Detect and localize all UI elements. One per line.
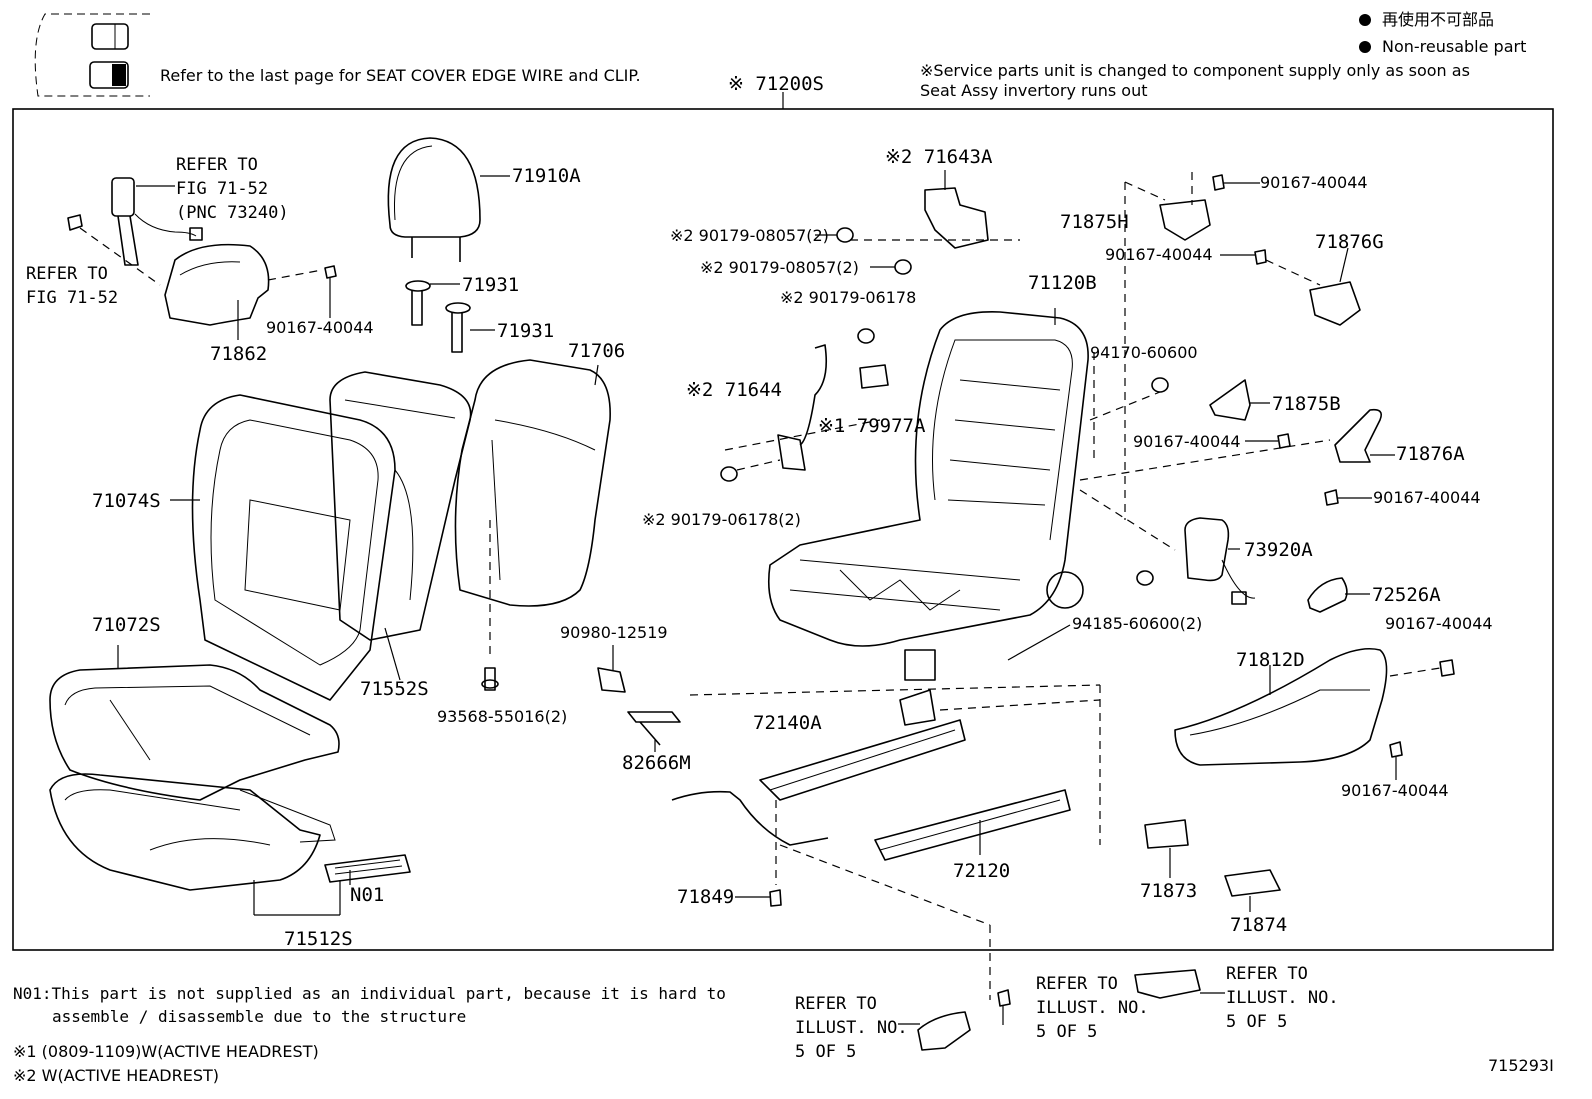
part-label[interactable]: 90980-12519: [560, 623, 668, 642]
part-label[interactable]: 72526A: [1372, 584, 1441, 606]
part-label[interactable]: 72140A: [753, 712, 822, 734]
active-headrest-parts-drawing: [720, 170, 1020, 482]
legend-english: Non-reusable part: [1382, 37, 1527, 56]
anchor-refer-text: REFER TO FIG 71-52: [26, 264, 119, 308]
illust-refer-text-3: REFER TO ILLUST. NO. 5 OF 5: [1226, 964, 1339, 1032]
part-label[interactable]: 90167-40044: [1385, 614, 1493, 633]
part-label[interactable]: 71874: [1230, 914, 1288, 936]
part-label[interactable]: 71875H: [1060, 211, 1129, 233]
belt-refer-text: REFER TO FIG 71-52 (PNC 73240): [176, 155, 289, 223]
part-label[interactable]: 71074S: [92, 490, 161, 512]
part-label[interactable]: 72120: [953, 860, 1011, 882]
part-label[interactable]: ※2 90179-06178: [780, 288, 917, 307]
non-reusable-dot-icon: [1359, 14, 1371, 26]
part-label[interactable]: 71931: [497, 320, 555, 342]
part-label[interactable]: 71120B: [1028, 272, 1097, 294]
part-label[interactable]: 71072S: [92, 614, 161, 636]
clip-parts-drawing: [481, 645, 681, 752]
part-label[interactable]: 90167-40044: [1260, 173, 1368, 192]
illust-refer-text-2: REFER TO ILLUST. NO. 5 OF 5: [1036, 974, 1149, 1042]
bolt-leader-line: [1007, 624, 1071, 661]
part-label[interactable]: 71876A: [1396, 443, 1465, 465]
right-side-brackets-drawing: [1079, 172, 1395, 520]
part-label-non-reusable[interactable]: 94185-60600(2): [1072, 614, 1203, 633]
service-note-line-1: ※Service parts unit is changed to compon…: [920, 61, 1470, 80]
part-label[interactable]: 90167-40044: [266, 318, 374, 337]
headrest-guide-drawing: [405, 280, 495, 353]
part-label[interactable]: 71706: [568, 340, 626, 362]
part-label[interactable]: 71849: [677, 886, 735, 908]
part-label[interactable]: 71812D: [1236, 649, 1305, 671]
seat-position-icon: [34, 13, 150, 97]
part-label[interactable]: ※2 90179-08057(2): [670, 226, 829, 245]
part-label[interactable]: ※2 71644: [686, 379, 782, 401]
part-label[interactable]: 71875B: [1272, 393, 1341, 415]
seatback-cover-drawing: [170, 359, 611, 701]
headrest-drawing: [387, 137, 510, 262]
footnote-mark-2: ※2 W(ACTIVE HEADREST): [13, 1066, 220, 1085]
part-label[interactable]: ※2 71643A: [885, 146, 993, 168]
side-airbag-drawing: [1079, 489, 1455, 780]
part-label[interactable]: 90167-40044: [1133, 432, 1241, 451]
part-label[interactable]: 90167-40044: [1373, 488, 1481, 507]
outside-refer-parts-drawing: [898, 969, 1225, 1051]
legend-japanese: 再使用不可部品: [1382, 10, 1495, 29]
part-label[interactable]: N01: [350, 884, 385, 906]
part-label[interactable]: 71876G: [1315, 231, 1384, 253]
refer-note-text: Refer to the last page for SEAT COVER ED…: [160, 66, 641, 85]
n01-note-line-1: N01:This part is not supplied as an indi…: [13, 984, 726, 1003]
part-label[interactable]: 73920A: [1244, 539, 1313, 561]
seat-cushion-drawing: [49, 645, 411, 916]
part-label[interactable]: ※2 90179-06178(2): [642, 510, 801, 529]
part-label[interactable]: 71512S: [284, 928, 353, 950]
part-label[interactable]: 93568-55016(2): [437, 707, 568, 726]
figure-id: 715293I: [1488, 1056, 1554, 1075]
illust-refer-text-1: REFER TO ILLUST. NO. 5 OF 5: [795, 994, 908, 1062]
non-reusable-dot-icon: [1359, 41, 1371, 53]
service-note-line-2: Seat Assy invertory runs out: [920, 81, 1148, 100]
part-label[interactable]: 71910A: [512, 165, 581, 187]
assembly-part-label[interactable]: ※ 71200S: [728, 73, 824, 95]
footnote-mark-1: ※1 (0809-1109)W(ACTIVE HEADREST): [13, 1042, 319, 1061]
seat-belt-buckle-drawing: [67, 177, 337, 340]
seat-rail-drawing: [671, 684, 1281, 1000]
part-label[interactable]: 71552S: [360, 678, 429, 700]
part-label[interactable]: 90167-40044: [1341, 781, 1449, 800]
part-label[interactable]: ※2 90179-08057(2): [700, 258, 859, 277]
part-label[interactable]: 71873: [1140, 880, 1198, 902]
part-label[interactable]: 82666M: [622, 752, 691, 774]
n01-note-line-2: assemble / disassemble due to the struct…: [52, 1007, 467, 1026]
part-label[interactable]: ※1 79977A: [818, 415, 926, 437]
part-label-non-reusable[interactable]: 94170-60600: [1090, 343, 1198, 362]
part-label[interactable]: 71862: [210, 343, 268, 365]
part-label[interactable]: 90167-40044: [1105, 245, 1213, 264]
part-label[interactable]: 71931: [462, 274, 520, 296]
seat-frame-drawing: [767, 308, 1089, 681]
